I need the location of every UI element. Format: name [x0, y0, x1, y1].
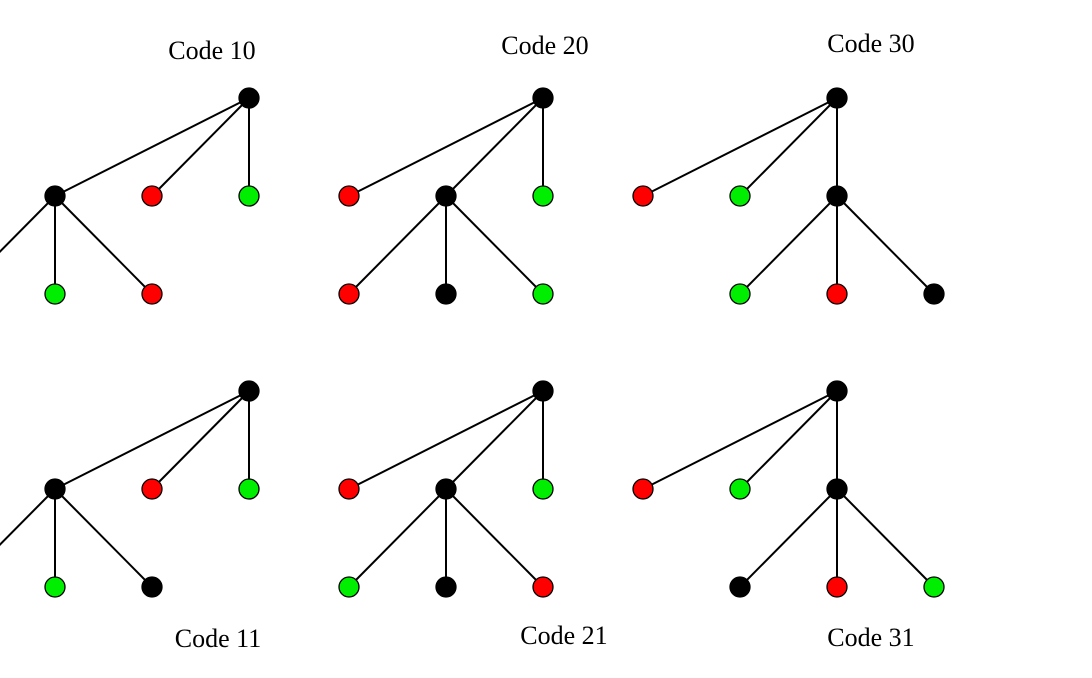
child-node-red: [632, 478, 654, 500]
caption-code-30: Code 30: [827, 29, 914, 58]
tree-code-20: [338, 87, 554, 305]
child-node-black: [44, 185, 66, 207]
child-node-red: [141, 185, 163, 207]
edge: [642, 390, 838, 490]
root-node-black: [238, 380, 260, 402]
leaf-node-black: [141, 576, 163, 598]
tree-edges: [348, 390, 544, 588]
edge: [54, 488, 153, 588]
edge: [348, 97, 544, 197]
leaf-node-black: [435, 576, 457, 598]
root-node-black: [238, 87, 260, 109]
tree-nodes: [338, 87, 554, 305]
edge: [836, 195, 935, 295]
tree-nodes: [44, 87, 260, 305]
root-node-black: [826, 87, 848, 109]
root-node-black: [826, 380, 848, 402]
edge: [54, 97, 250, 197]
tree-code-10: [0, 87, 260, 305]
tree-nodes: [632, 87, 945, 305]
leaf-node-black: [923, 283, 945, 305]
child-node-red: [632, 185, 654, 207]
caption-code-11: Code 11: [175, 624, 261, 653]
tree-edges: [0, 390, 250, 588]
tree-nodes: [338, 380, 554, 598]
tree-nodes: [44, 380, 260, 598]
edge: [151, 390, 250, 490]
tree-code-31: [632, 380, 945, 598]
tree-code-11: [0, 380, 260, 598]
leaf-node-green: [729, 283, 751, 305]
child-node-green: [238, 185, 260, 207]
edge: [836, 488, 935, 588]
child-node-black: [44, 478, 66, 500]
edge: [642, 97, 838, 197]
edge: [739, 488, 838, 588]
edge: [445, 488, 544, 588]
edge: [54, 390, 250, 490]
leaf-node-red: [532, 576, 554, 598]
tree-edges: [0, 97, 250, 295]
child-node-green: [729, 185, 751, 207]
tree-edges: [642, 390, 935, 588]
leaf-node-green: [532, 283, 554, 305]
child-node-black: [435, 185, 457, 207]
edge: [739, 195, 838, 295]
edge: [445, 97, 544, 197]
edge: [445, 195, 544, 295]
leaf-node-green: [338, 576, 360, 598]
child-node-green: [532, 185, 554, 207]
edge: [0, 488, 56, 546]
leaf-node-green: [44, 576, 66, 598]
leaf-node-red: [338, 283, 360, 305]
caption-code-21: Code 21: [520, 621, 607, 650]
leaf-node-red: [141, 283, 163, 305]
leaf-node-red: [826, 283, 848, 305]
tree-nodes: [632, 380, 945, 598]
leaf-node-black: [729, 576, 751, 598]
edge: [739, 390, 838, 490]
leaf-node-green: [44, 283, 66, 305]
caption-code-20: Code 20: [501, 31, 588, 60]
tree-edges: [348, 97, 544, 295]
child-node-black: [435, 478, 457, 500]
tree-code-21: [338, 380, 554, 598]
edge: [151, 97, 250, 197]
edge: [54, 195, 153, 295]
edge: [0, 195, 56, 253]
root-node-black: [532, 380, 554, 402]
leaf-node-black: [435, 283, 457, 305]
child-node-green: [729, 478, 751, 500]
caption-code-31: Code 31: [827, 623, 914, 652]
edge: [739, 97, 838, 197]
child-node-red: [338, 185, 360, 207]
tree-code-30: [632, 87, 945, 305]
child-node-green: [532, 478, 554, 500]
child-node-red: [141, 478, 163, 500]
tree-edges: [642, 97, 935, 295]
child-node-green: [238, 478, 260, 500]
child-node-red: [338, 478, 360, 500]
edge: [445, 390, 544, 490]
leaf-node-green: [923, 576, 945, 598]
caption-code-10: Code 10: [168, 36, 255, 65]
edge: [348, 390, 544, 490]
child-node-black: [826, 478, 848, 500]
child-node-black: [826, 185, 848, 207]
leaf-node-red: [826, 576, 848, 598]
root-node-black: [532, 87, 554, 109]
edge: [348, 195, 447, 295]
edge: [348, 488, 447, 588]
